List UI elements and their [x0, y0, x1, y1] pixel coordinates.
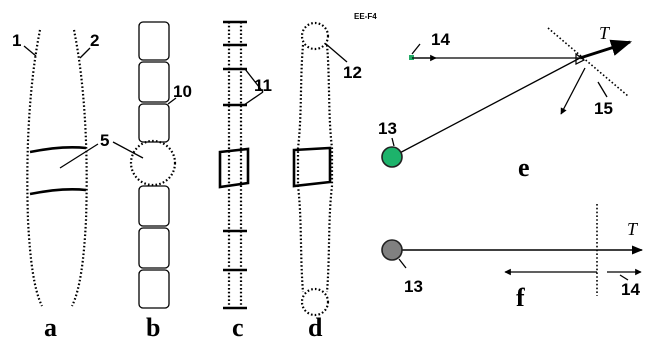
force-t-arrow	[579, 39, 633, 60]
leader-10	[167, 97, 177, 105]
end-bulb-bottom	[300, 287, 330, 317]
leader-14f	[619, 274, 629, 281]
panel-label-d: d	[308, 313, 323, 342]
label-11: 11	[254, 76, 272, 95]
label-13-e: 13	[378, 119, 397, 138]
leader-5b	[112, 141, 144, 159]
surface-15	[547, 27, 629, 97]
panel-label-b: b	[146, 313, 160, 342]
leader-12	[325, 43, 348, 63]
label-10: 10	[173, 82, 192, 101]
figure-tag: EE-F4	[354, 12, 377, 21]
leader-2	[79, 47, 91, 59]
segment	[138, 21, 170, 61]
panel-b: 10 b	[112, 21, 192, 342]
leader-15	[597, 81, 608, 98]
label-14-f: 14	[621, 280, 640, 299]
leader-11a	[243, 91, 264, 106]
bulge-cell	[292, 146, 332, 188]
label-13-f: 13	[404, 277, 423, 296]
segment-bulge	[129, 139, 177, 187]
force-t-label: T	[599, 23, 611, 43]
leader-5a	[59, 143, 99, 169]
membrane-left	[26, 29, 43, 307]
segment	[138, 61, 170, 103]
reaction-arrow	[560, 67, 586, 115]
label-15: 15	[594, 99, 613, 118]
label-1: 1	[12, 31, 21, 50]
panel-label-f: f	[516, 283, 525, 312]
label-5: 5	[100, 131, 109, 150]
panel-d: 12 d	[292, 21, 362, 342]
contact-wedge	[575, 52, 586, 65]
force-t-label-f: T	[627, 219, 639, 239]
anchor-14	[409, 55, 414, 60]
leader-13f	[398, 258, 407, 269]
end-bulb-top	[300, 21, 330, 51]
body-right	[325, 44, 334, 293]
label-14-e: 14	[431, 30, 450, 49]
label-12: 12	[343, 63, 362, 82]
body-left	[296, 44, 305, 293]
panel-c: 11 c	[218, 20, 272, 342]
panel-label-a: a	[44, 313, 57, 342]
membrane-right	[71, 29, 88, 307]
leader-14e	[411, 43, 421, 55]
leader-13e	[391, 137, 395, 147]
panel-a: 1 2 5 a	[12, 29, 109, 342]
segment	[138, 269, 170, 309]
tether-line	[391, 57, 581, 158]
cross-band-bottom	[29, 187, 87, 196]
panel-f: 13 14 T f	[381, 204, 644, 312]
panel-e: 14 13 15 T e	[378, 23, 633, 182]
bulge-cell	[218, 147, 250, 189]
label-2: 2	[90, 31, 99, 50]
panel-label-c: c	[232, 313, 244, 342]
panel-label-e: e	[518, 153, 530, 182]
ball-13-green	[381, 146, 403, 168]
segment	[138, 227, 170, 269]
leader-1	[23, 45, 37, 57]
ball-13-gray	[381, 239, 403, 261]
leader-11b	[244, 68, 264, 93]
segment	[138, 103, 170, 143]
segment	[138, 185, 170, 227]
cross-band-top	[29, 145, 87, 154]
